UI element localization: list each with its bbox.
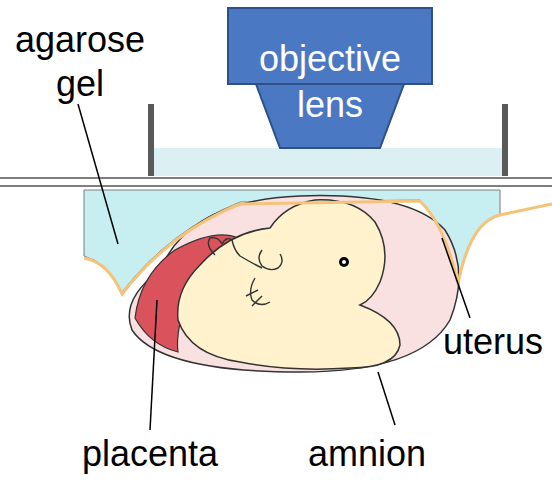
part-label: amnion — [292, 432, 442, 476]
amnion — [129, 196, 459, 372]
embryo-eye — [342, 260, 346, 264]
embryo-arm — [208, 238, 262, 268]
leader-line — [378, 372, 395, 425]
embryo-leg — [246, 278, 270, 306]
part-label: uterus — [438, 320, 548, 364]
leader-line — [442, 238, 470, 318]
uterus-wall — [84, 201, 552, 294]
holder-wall — [502, 104, 508, 176]
immersion-water — [154, 148, 502, 176]
embryo-hand — [259, 250, 282, 270]
objective-lens: objective lens — [226, 6, 434, 150]
coverslip — [0, 185, 552, 187]
embryo-eye — [339, 257, 349, 267]
part-label: agarose gel — [4, 18, 156, 106]
embryo — [178, 200, 400, 369]
leader-line — [78, 104, 118, 244]
lens-label: objective lens — [245, 36, 415, 128]
holder-wall — [148, 104, 154, 176]
coverslip — [0, 177, 552, 179]
leader-line — [150, 300, 157, 430]
part-label: placenta — [60, 432, 240, 476]
